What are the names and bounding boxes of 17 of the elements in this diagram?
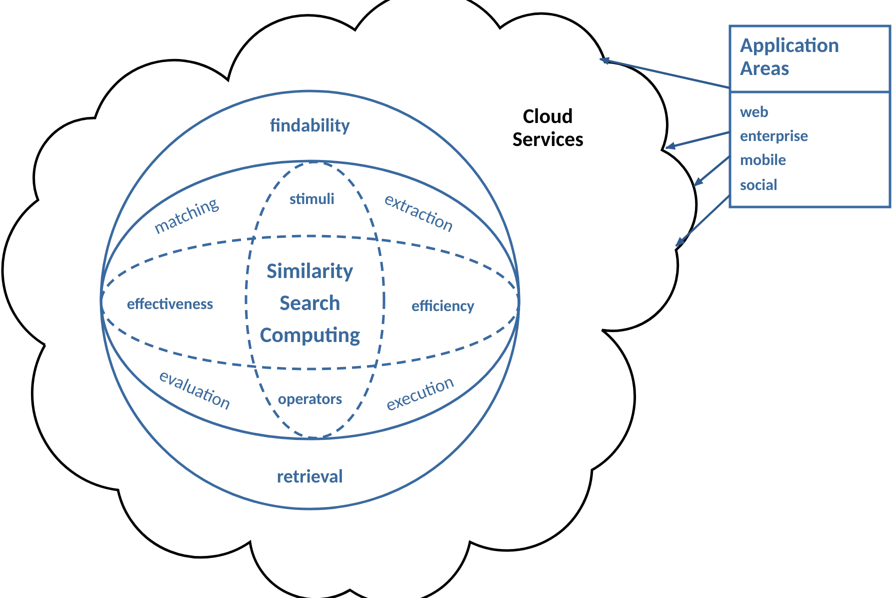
list-item: social	[740, 177, 778, 195]
ellipse-label: efficiency	[412, 298, 474, 316]
arrow	[599, 57, 730, 90]
sphere-label: retrieval	[276, 468, 344, 488]
arrow	[665, 130, 730, 150]
ellipse-label: effectiveness	[126, 296, 214, 314]
ellipse-label: operators	[278, 391, 342, 409]
center-label: Similarity Search Computing	[258, 256, 362, 350]
box-heading: Application Areas	[740, 34, 840, 80]
list-item: web	[740, 104, 768, 122]
cloud-label: Cloud Services	[512, 104, 584, 152]
arrow	[675, 194, 731, 247]
sphere-label: findability	[270, 116, 350, 138]
list-item: mobile	[740, 152, 786, 170]
arrow	[693, 155, 731, 187]
ellipse-label: stimuli	[289, 191, 335, 209]
list-item: enterprise	[740, 128, 808, 146]
